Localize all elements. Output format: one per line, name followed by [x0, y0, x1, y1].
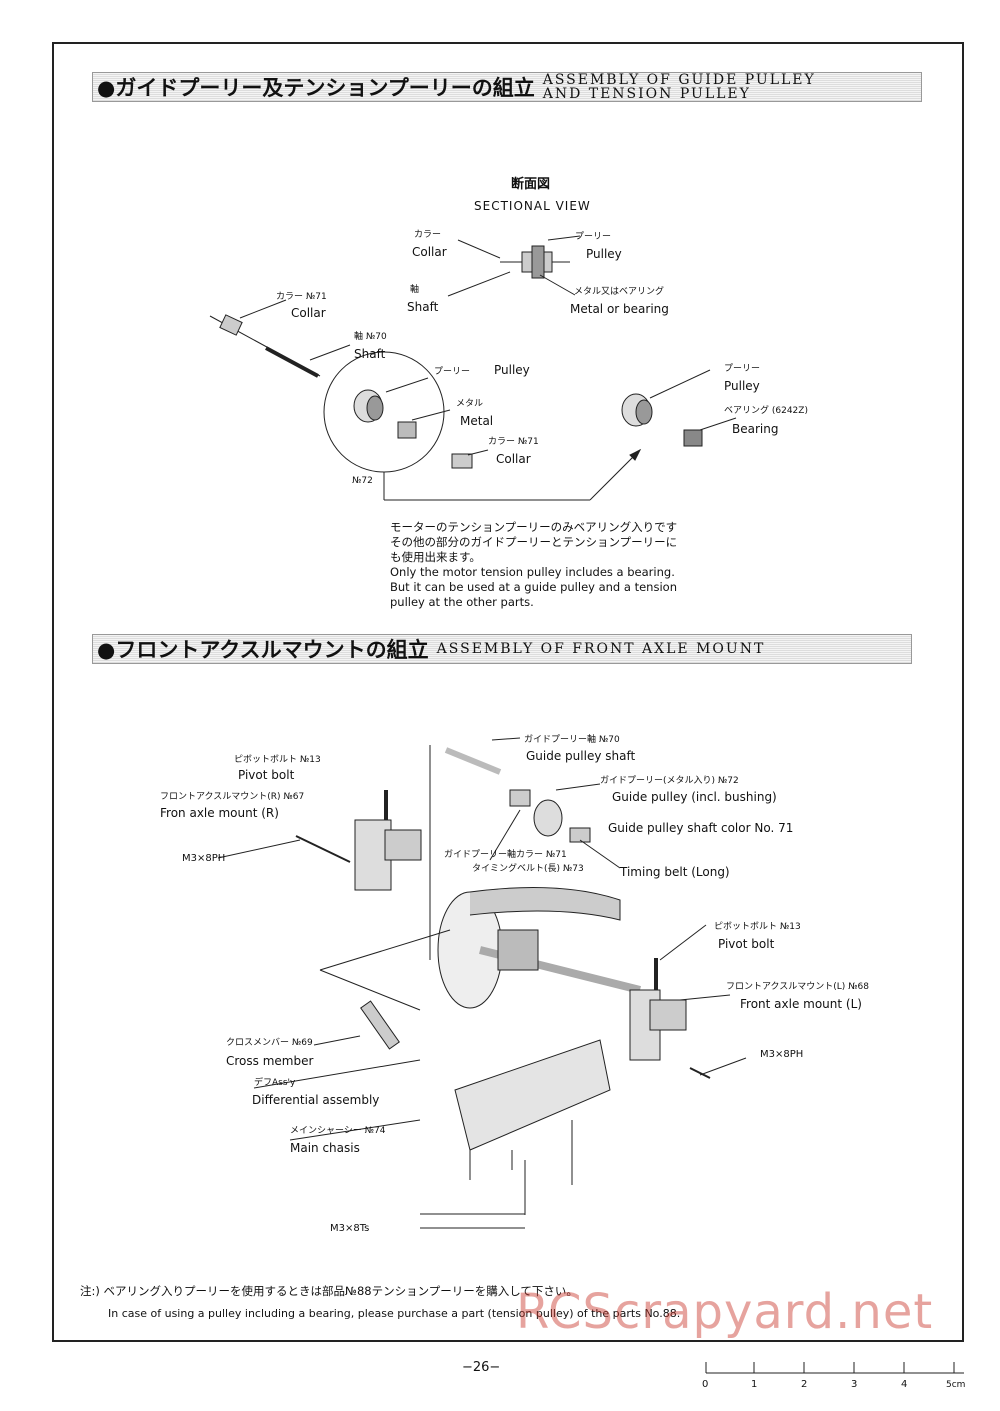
note-jp-line2: その他の部分のガイドプーリーとテンションプーリーに: [390, 535, 678, 549]
label-bearing-en: Bearing: [732, 422, 779, 436]
sectional-title-en: SECTIONAL VIEW: [474, 199, 591, 213]
label-shaft70-en: Shaft: [354, 347, 386, 361]
label-pivot2-jp: ピボットボルト №13: [714, 922, 801, 932]
label-shaft70-jp: 軸 №70: [354, 332, 387, 342]
label-shaft-en: Shaft: [407, 300, 439, 314]
sectional-title-jp: 断面図: [511, 177, 551, 192]
label-gp-en: Guide pulley (incl. bushing): [612, 790, 777, 804]
label-m3-1: M3×8PH: [182, 853, 226, 864]
label-faml-en: Front axle mount (L): [740, 997, 862, 1011]
label-collar-en: Collar: [412, 245, 447, 259]
label-collar71-jp: カラー №71: [276, 292, 327, 302]
label-cm-en: Cross member: [226, 1054, 314, 1068]
label-chas-en: Main chasis: [290, 1141, 360, 1155]
label-faml-jp: フロントアクスルマウント(L) №68: [726, 982, 869, 992]
label-famr-en: Fron axle mount (R): [160, 806, 279, 820]
section-title-en-line1: ASSEMBLY OF GUIDE PULLEY: [542, 72, 816, 88]
section-title-jp: ●ガイドプーリー及テンションプーリーの組立: [97, 76, 535, 100]
label-collar71-en: Collar: [291, 306, 326, 320]
label-pulley2-jp: プーリー: [724, 364, 761, 374]
section-header-guide-pulley: ●ガイドプーリー及テンションプーリーの組立 ASSEMBLY OF GUIDE …: [92, 72, 922, 102]
label-pulley-jp: プーリー: [575, 232, 612, 242]
label-pulley-jp: プーリー: [434, 367, 471, 377]
label-gpsc-en: Guide pulley shaft color No. 71: [608, 821, 794, 835]
page-frame: [52, 42, 964, 1342]
note-purchase-en: In case of using a pulley including a be…: [108, 1307, 681, 1320]
note-jp-line3: も使用出来ます。: [390, 550, 481, 564]
label-pulley2-en: Pulley: [724, 379, 760, 393]
ruler-label-3: 3: [851, 1379, 858, 1390]
label-cm-jp: クロスメンバー №69: [226, 1038, 313, 1048]
section-title-en-line2: AND TENSION PULLEY: [542, 86, 751, 102]
note-en-line3: pulley at the other parts.: [390, 595, 534, 609]
label-m3-2: M3×8PH: [760, 1049, 804, 1060]
ruler-label-5: 5cm: [946, 1380, 966, 1390]
label-metal-jp: メタル: [456, 399, 484, 409]
section-header-front-axle: ●フロントアクスルマウントの組立 ASSEMBLY OF FRONT AXLE …: [92, 634, 912, 664]
note-en-line2: But it can be used at a guide pulley and…: [390, 580, 677, 594]
label-gps-jp: ガイドプーリー軸 №70: [524, 735, 620, 745]
label-pulley-en: Pulley: [494, 363, 530, 377]
note-bearing: モーターのテンションプーリーのみベアリング入りです その他の部分のガイドプーリー…: [390, 520, 677, 610]
label-collar71b-en: Collar: [496, 452, 531, 466]
note-purchase-jp: 注:) ベアリング入りプーリーを使用するときは部品№88テンションプーリーを購入…: [80, 1284, 578, 1298]
page-number: −26−: [462, 1360, 501, 1375]
sectional-view-diagram: [447, 235, 581, 297]
ruler-label-4: 4: [901, 1379, 908, 1390]
front-axle-assembly-diagram: [217, 737, 747, 1229]
label-no72: №72: [352, 476, 373, 486]
label-collar-jp: カラー: [414, 230, 442, 240]
label-chas-jp: メインシャーシー №74: [290, 1126, 386, 1136]
label-pivot2-en: Pivot bolt: [718, 937, 775, 951]
guide-pulley-exploded: [209, 299, 737, 501]
label-pulley-en: Pulley: [586, 247, 622, 261]
watermark: RCScrapyard.net: [516, 1284, 934, 1340]
section-title-jp: ●フロントアクスルマウントの組立: [97, 638, 429, 662]
label-pivot-en: Pivot bolt: [238, 768, 295, 782]
label-collar71b-jp: カラー №71: [488, 437, 539, 447]
scale-ruler: [705, 1362, 964, 1374]
label-gp-jp: ガイドプーリー(メタル入り) №72: [600, 776, 739, 786]
label-diff-en: Differential assembly: [252, 1093, 380, 1107]
ruler-label-1: 1: [751, 1379, 758, 1390]
ruler-label-2: 2: [801, 1379, 808, 1390]
label-tb-en: Timing belt (Long): [620, 865, 730, 879]
note-en-line1: Only the motor tension pulley includes a…: [390, 565, 675, 579]
note-jp-line1: モーターのテンションプーリーのみベアリング入りです: [390, 520, 678, 534]
label-metal-jp: メタル又はベアリング: [574, 287, 665, 297]
label-m3ts: M3×8Ts: [330, 1223, 370, 1234]
label-metal-en: Metal: [460, 414, 494, 428]
ruler-label-0: 0: [702, 1379, 709, 1390]
section-title-en: ASSEMBLY OF FRONT AXLE MOUNT: [436, 641, 766, 657]
label-diff-jp: デフAss'y: [254, 1078, 296, 1088]
label-bearing-jp: ベアリング (6242Z): [724, 406, 808, 416]
label-gps-en: Guide pulley shaft: [526, 749, 636, 763]
label-pivot-jp: ピボットボルト №13: [234, 755, 321, 765]
label-metal-en: Metal or bearing: [570, 302, 669, 316]
label-tb-jp: タイミングベルト(長) №73: [472, 864, 584, 874]
label-gpc-jp: ガイドプーリー軸カラー №71: [444, 850, 567, 860]
label-shaft-jp: 軸: [410, 285, 420, 295]
label-famr-jp: フロントアクスルマウント(R) №67: [160, 792, 305, 802]
